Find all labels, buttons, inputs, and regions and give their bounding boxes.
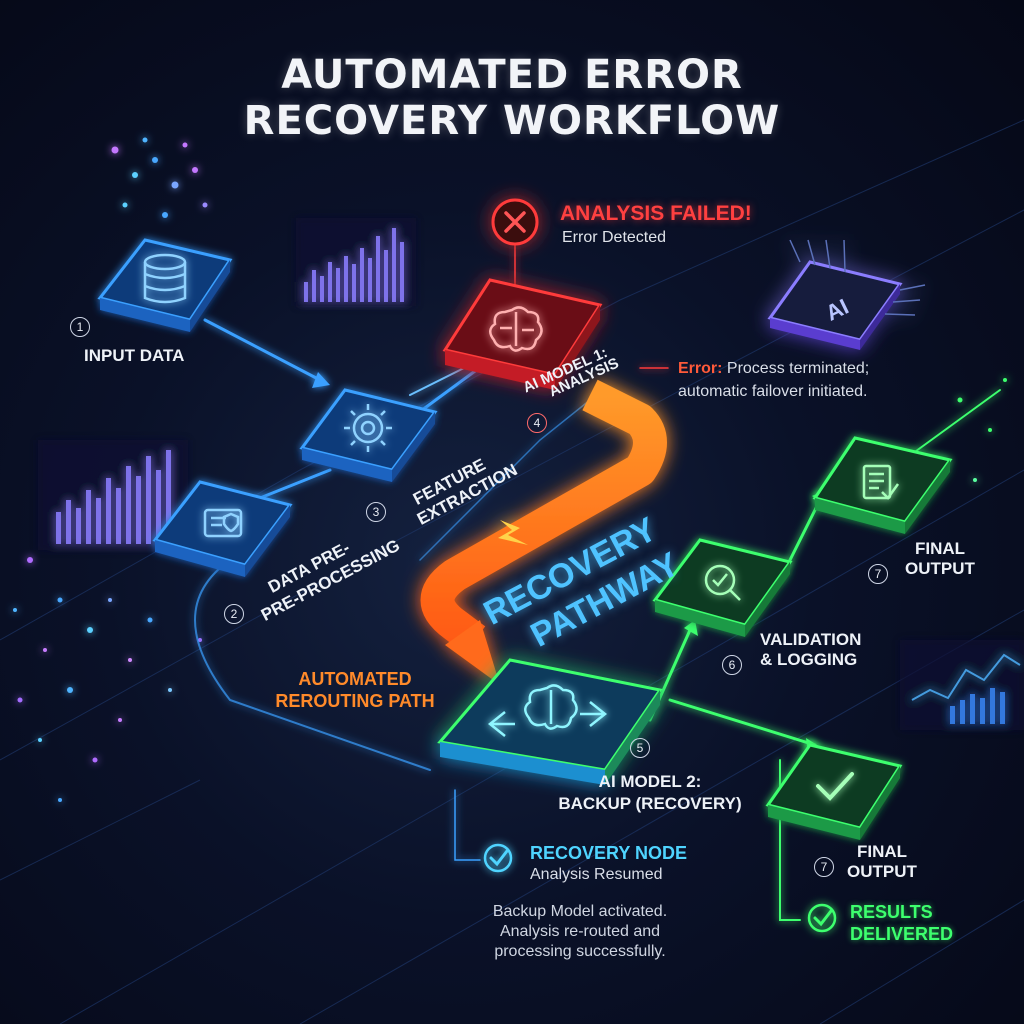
node-label-output-bottom-1: FINAL — [856, 842, 908, 861]
error-note-line1: Error: Process terminated; — [678, 360, 869, 378]
node-label-model2-2: BACKUP (RECOVERY) — [558, 794, 742, 813]
platform-model1 — [442, 278, 603, 390]
gear-search-icon — [344, 404, 392, 452]
step-number-feature: 3 — [366, 502, 386, 522]
error-note-prefix: Error: — [678, 360, 723, 377]
recovery-desc-line3: processing successfully. — [494, 943, 666, 960]
step-number-preprocess: 2 — [224, 604, 244, 624]
document-check-icon — [862, 464, 900, 500]
step-number-model2: 5 — [630, 738, 650, 758]
brain-icon — [489, 306, 543, 352]
platform-output-bottom — [765, 743, 903, 840]
platform-preprocess — [152, 480, 293, 577]
error-x-icon — [491, 198, 539, 246]
results-check-icon — [807, 903, 837, 933]
recovery-node-subtitle: Analysis Resumed — [530, 866, 663, 883]
checkmark-icon — [816, 772, 854, 801]
particle-cluster-top — [111, 137, 208, 218]
document-shield-icon — [203, 508, 243, 538]
node-label-output-top-2: OUTPUT — [905, 559, 975, 578]
step-number-model1: 4 — [527, 413, 547, 433]
recovery-node-title: RECOVERY NODE — [530, 843, 688, 863]
magnifier-check-icon — [704, 564, 741, 601]
node-label-output-top-1: FINAL — [914, 539, 966, 558]
node-label-validation-1: VALIDATION — [760, 630, 862, 649]
brain-arrows-icon — [487, 684, 608, 737]
reroute-arrow — [420, 379, 667, 685]
recovery-check-icon — [483, 843, 513, 873]
node-label-validation-2: & LOGGING — [760, 650, 858, 669]
reroute-label-line2: REROUTING PATH — [275, 691, 435, 711]
platform-validation — [652, 538, 793, 637]
step-number-output-top: 7 — [868, 564, 888, 584]
recovery-desc-line1: Backup Model activated. — [492, 903, 668, 920]
node-label-model2-1: AI MODEL 2: — [598, 772, 702, 791]
error-title: ANALYSIS FAILED! — [560, 202, 752, 225]
recovery-desc-line2: Analysis re-routed and — [499, 923, 661, 940]
platform-input — [97, 238, 233, 332]
step-number-input: 1 — [70, 317, 90, 337]
decor-chart-left — [38, 440, 188, 550]
results-label-line2: DELIVERED — [850, 924, 954, 944]
step-number-validation: 6 — [722, 655, 742, 675]
page-title-line2: RECOVERY WORKFLOW — [243, 98, 781, 144]
node-label-input: INPUT DATA — [84, 346, 185, 365]
error-note-text: Process terminated; — [726, 360, 870, 377]
node-label-output-bottom-2: OUTPUT — [847, 862, 917, 881]
error-subtitle: Error Detected — [562, 229, 667, 246]
decor-chart-right — [900, 640, 1024, 730]
platform-output-top — [812, 436, 953, 534]
page-title-line1: AUTOMATED ERROR — [281, 52, 743, 98]
reroute-label-line1: AUTOMATED — [298, 669, 412, 689]
platform-feature — [299, 388, 438, 482]
particle-cluster-left — [13, 557, 202, 802]
platform-ai-chip — [767, 239, 926, 350]
step-number-output-bottom: 7 — [814, 857, 834, 877]
decor-chart-top — [296, 218, 416, 306]
results-label-line1: RESULTS — [850, 902, 933, 922]
error-note-line2: automatic failover initiated. — [678, 383, 868, 400]
database-icon — [143, 253, 187, 304]
